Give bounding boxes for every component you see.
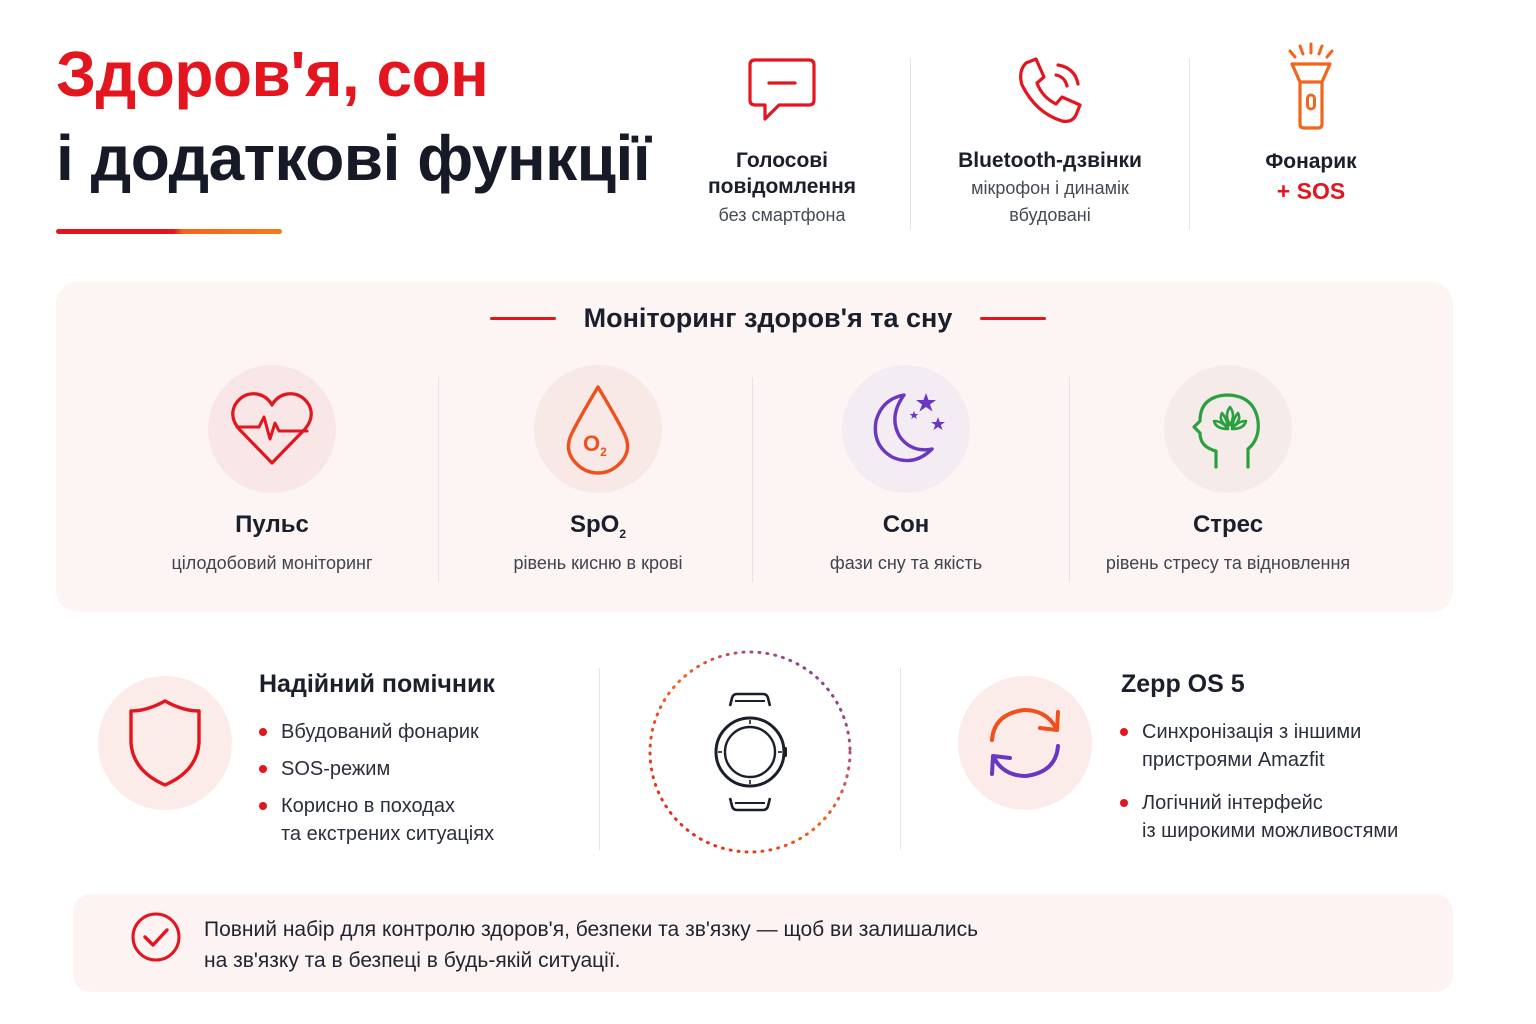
- heart-pulse-icon: [208, 365, 336, 493]
- feature-flashlight: Фонарик + SOS: [1191, 40, 1431, 207]
- summary-text: Повний набір для контролю здоров'я, безп…: [204, 918, 979, 972]
- metric-desc: рівень кисню в крові: [513, 553, 683, 573]
- smartwatch-icon: [646, 648, 854, 856]
- metric-desc: фази сну та якість: [829, 553, 983, 573]
- message-icon: [662, 48, 902, 134]
- divider: [752, 377, 753, 582]
- sync-icon: [958, 676, 1092, 810]
- assistant-title: Надійний помічник: [259, 670, 495, 698]
- divider: [599, 668, 600, 850]
- feature-subtitle: мікрофон і динамік вбудовані: [971, 178, 1129, 225]
- check-circle-icon: [130, 911, 182, 963]
- feature-voice-messages: Голосові повідомлення без смартфона: [662, 48, 902, 229]
- divider: [900, 668, 901, 850]
- os-title: Zepp OS 5: [1121, 670, 1245, 698]
- metric-stress: Стрес рівень стресу та відновлення: [1068, 365, 1388, 574]
- metric-spo2: O2 SpO2 рівень кисню в крові: [438, 365, 758, 574]
- divider: [438, 377, 439, 582]
- divider: [1189, 58, 1190, 230]
- metric-sleep: Сон фази сну та якість: [746, 365, 1066, 574]
- list-item: Вбудований фонарик: [259, 718, 494, 746]
- metric-desc: рівень стресу та відновлення: [1105, 553, 1351, 573]
- assistant-list: Вбудований фонарик SOS-режим Корисно в п…: [259, 718, 494, 857]
- spo2-sub: 2: [619, 526, 627, 541]
- feature-title: Фонарик: [1265, 150, 1357, 173]
- list-item: SOS-режим: [259, 755, 494, 783]
- feature-title: Голосові повідомлення: [707, 149, 857, 198]
- drop-o-label: O: [583, 431, 600, 456]
- list-item: Логічний інтерфейс із широкими можливост…: [1120, 789, 1398, 845]
- drop-o-sub: 2: [600, 445, 607, 459]
- shield-icon: [98, 676, 232, 810]
- monitoring-header: Моніторинг здоров'я та сну: [0, 303, 1536, 334]
- metric-name: Пульс: [235, 511, 309, 538]
- metric-pulse: Пульс цілодобовий моніторинг: [112, 365, 432, 574]
- metric-name: Стрес: [1192, 511, 1264, 538]
- list-item: Корисно в походах та екстрених ситуаціях: [259, 792, 494, 848]
- title-line-2: і додаткові функції: [56, 122, 651, 194]
- phone-call-icon: [930, 48, 1170, 134]
- title-dash-right: [980, 317, 1047, 320]
- list-item: Синхронізація з іншими пристроями Amazfi…: [1120, 718, 1398, 774]
- summary-bar: [73, 894, 1453, 992]
- oxygen-drop-icon: O2: [534, 365, 662, 493]
- title-line-1: Здоров'я, сон: [56, 38, 489, 110]
- metric-name: Сон: [882, 511, 930, 538]
- divider: [1069, 377, 1070, 582]
- sos-label: + SOS: [1276, 178, 1346, 204]
- svg-text:O2: O2: [583, 431, 607, 459]
- feature-title: Bluetooth-дзвінки: [958, 149, 1142, 172]
- os-list: Синхронізація з іншими пристроями Amazfi…: [1120, 718, 1398, 854]
- divider: [910, 58, 911, 230]
- title-underline: [56, 229, 282, 234]
- monitoring-title: Моніторинг здоров'я та сну: [583, 303, 953, 333]
- metric-name: SpO2: [438, 511, 758, 543]
- feature-subtitle: без смартфона: [718, 205, 846, 225]
- feature-bluetooth-calls: Bluetooth-дзвінки мікрофон і динамік вбу…: [930, 48, 1170, 229]
- head-lotus-icon: [1164, 365, 1292, 493]
- title-dash-left: [489, 317, 556, 320]
- flashlight-icon: [1191, 40, 1431, 134]
- metric-desc: цілодобовий моніторинг: [171, 553, 373, 573]
- page-title: Здоров'я, сон і додаткові функції: [56, 38, 651, 194]
- moon-stars-icon: [842, 365, 970, 493]
- spo2-label: SpO: [569, 511, 620, 538]
